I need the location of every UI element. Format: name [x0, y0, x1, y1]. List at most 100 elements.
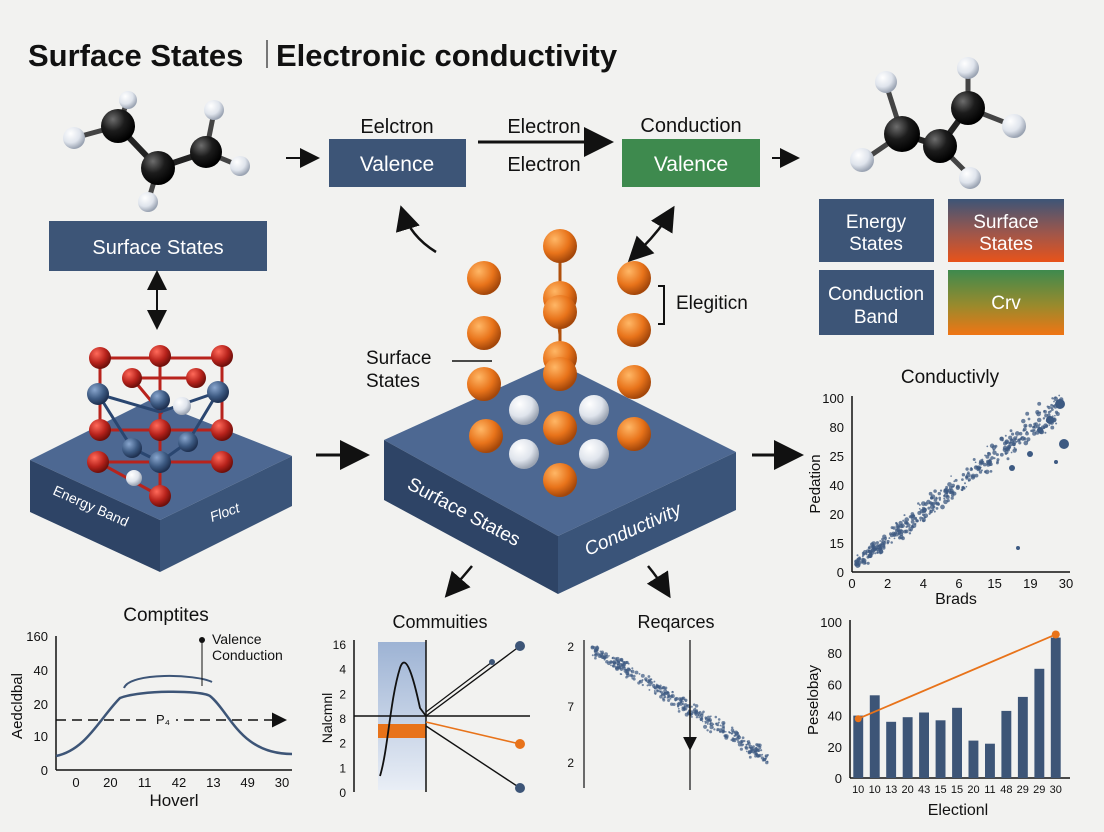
chart-conductivly-point	[965, 485, 968, 488]
chart-bars-xtick: 29	[1033, 784, 1045, 796]
chart-comptites-xtick: 30	[275, 775, 289, 790]
chart-conductivly-point	[987, 452, 992, 456]
chart-conductivly: Conductivly Pedation Brads 0152040258010…	[807, 367, 1073, 608]
chart-reqarces-point	[699, 718, 703, 721]
chart-conductivly-xlabel: Brads	[935, 591, 977, 608]
chart-conductivly-xtick: 30	[1059, 576, 1073, 591]
molecule-right	[850, 57, 1026, 189]
chart-reqarces-point	[754, 752, 758, 756]
chart-bars-ylabel: Peselobay	[805, 664, 822, 735]
chart-reqarces-point	[594, 653, 597, 655]
chart-conductivly-point	[876, 544, 882, 550]
chart-reqarces-point	[690, 705, 693, 708]
chart-commuities-ytick: 2	[339, 687, 346, 701]
chart-reqarces-point	[718, 730, 722, 734]
chart-reqarces-point	[603, 658, 606, 661]
chart-reqarces-point	[745, 743, 748, 746]
chart-bars-trend-end	[1051, 630, 1060, 639]
chart-conductivly-point	[1033, 425, 1036, 428]
chart-conductivly-point	[935, 501, 940, 506]
chart-reqarces-point	[605, 659, 609, 664]
chart-reqarces-point	[616, 659, 621, 663]
chart-commuities-point-4	[515, 783, 525, 793]
chart-conductivly-point	[879, 549, 884, 555]
chart-comptites-marker	[199, 637, 205, 643]
chart-reqarces-point	[709, 723, 711, 725]
chart-conductivly-point	[976, 466, 981, 472]
chart-reqarces-point	[624, 660, 628, 665]
chart-reqarces-point	[653, 680, 656, 683]
chart-bars-xtick: 30	[1050, 784, 1062, 796]
chart-conductivly-point	[967, 471, 970, 475]
chart-reqarces-point	[627, 667, 631, 672]
chart-conductivly-point	[1025, 411, 1030, 416]
chart-reqarces-point	[752, 745, 755, 749]
chart-conductivly-point	[1051, 397, 1054, 400]
chart-conductivly-point	[992, 448, 995, 452]
chart-reqarces-point	[712, 726, 714, 728]
chart-reqarces-point	[719, 724, 722, 727]
chart-comptites-ylabel: Aedcldbal	[9, 673, 26, 739]
chart-bars-xtick: 15	[934, 784, 946, 796]
title-right: Electronic conductivity	[276, 38, 618, 73]
chart-reqarces-point	[646, 684, 649, 687]
chart-reqarces-point	[599, 650, 602, 653]
chart-conductivly-point	[961, 473, 966, 477]
chart-conductivly-point	[856, 554, 859, 557]
chart-conductivly-point	[1004, 450, 1009, 455]
chart-reqarces-point	[671, 690, 674, 694]
chart-reqarces-point	[754, 747, 759, 752]
chart-reqarces-point	[747, 749, 752, 754]
chart-conductivly-point	[952, 491, 957, 496]
chart-conductivly-point	[1037, 427, 1043, 433]
chart-conductivly-point	[1020, 436, 1023, 439]
chart-reqarces-point	[682, 707, 685, 710]
chart-conductivly-point	[935, 506, 939, 510]
chart-conductivly-point	[1050, 406, 1053, 410]
chart-conductivly-point	[1042, 417, 1046, 420]
chart-reqarces-point	[741, 736, 745, 740]
chart-bars-bar	[853, 715, 864, 778]
chart-conductivly-point	[970, 473, 976, 479]
chart-reqarces-point	[761, 759, 765, 762]
chart-conductivly-point	[966, 472, 971, 478]
chart-bars-bar	[985, 743, 995, 778]
chart-conductivly-point	[889, 532, 893, 536]
chart-conductivly-point	[895, 521, 898, 525]
chart-conductivly-point	[917, 502, 920, 505]
flow-box-valence-1-label: Valence	[360, 153, 434, 176]
chart-conductivly-point	[908, 532, 912, 535]
chart-conductivly-point	[1048, 424, 1051, 426]
chart-conductivly-point	[919, 516, 923, 520]
chart-reqarces-point	[766, 760, 769, 763]
chart-conductivly-point	[879, 540, 882, 542]
chart-conductivly-point	[1009, 465, 1015, 471]
chart-reqarces-point	[722, 722, 725, 725]
chart-conductivly-point	[926, 499, 931, 505]
chart-conductivly-point	[980, 469, 983, 472]
legend-box-conduction-band: Conduction Band	[819, 270, 934, 335]
chart-reqarces-point	[734, 738, 736, 740]
legend-box-energy-states: Energy States	[819, 199, 934, 262]
chart-conductivly-point	[1008, 441, 1014, 447]
chart-commuities-point-2	[489, 659, 495, 665]
chart-commuities-point-3	[515, 739, 525, 749]
chart-bars-xtick: 15	[951, 784, 963, 796]
chart-reqarces-point	[663, 689, 668, 694]
chart-reqarces-point	[630, 674, 634, 678]
chart-reqarces-point	[709, 722, 714, 727]
curved-arrow-right	[627, 205, 675, 263]
chart-conductivly-point	[1053, 400, 1055, 403]
chart-reqarces-point	[648, 688, 651, 691]
chart-conductivly-point	[927, 506, 931, 510]
chart-reqarces-point	[764, 755, 767, 758]
chart-reqarces-point	[676, 705, 680, 708]
chart-conductivly-point	[1004, 434, 1007, 437]
chart-conductivly-point	[921, 501, 926, 506]
chart-conductivly-point	[996, 458, 1000, 462]
chart-conductivly-point	[1014, 448, 1018, 451]
chart-conductivly-point	[893, 531, 897, 535]
chart-conductivly-point	[944, 487, 949, 493]
